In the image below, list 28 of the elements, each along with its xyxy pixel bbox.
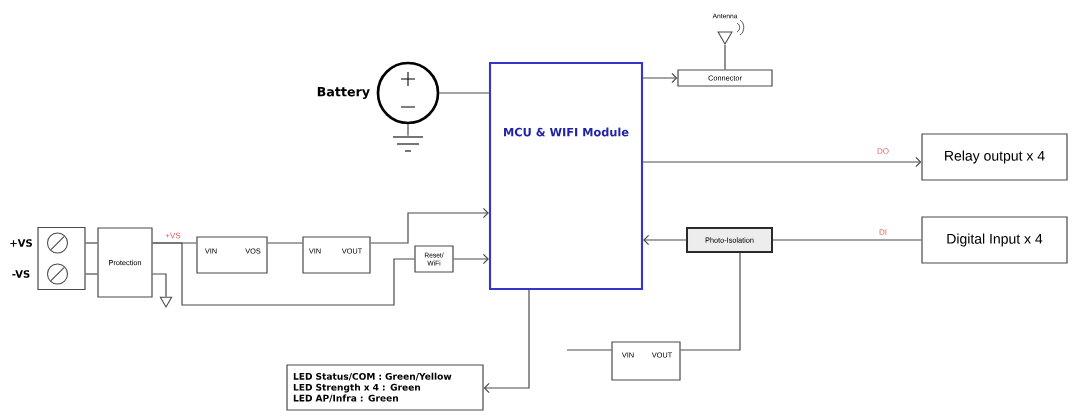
connector-line (85, 242, 98, 244)
led-info-box: LED Status/COM : Green/Yellow LED Strength x 4 : Green LED AP/Infra : Green (286, 364, 484, 411)
signal-label: DO (875, 147, 891, 155)
ground-symbol (392, 136, 424, 152)
battery-label: Battery (317, 87, 370, 99)
connector-line (724, 44, 726, 70)
connector-line (152, 273, 167, 298)
connector-line (438, 92, 490, 94)
signal-label: +VS (164, 231, 182, 240)
connector-line (407, 123, 409, 137)
arrow (643, 234, 687, 246)
connector-line (772, 239, 922, 241)
arrow (642, 72, 678, 84)
arrow (453, 253, 489, 265)
pin-label: +VS (10, 239, 32, 247)
connector-line (566, 349, 612, 351)
arrow (642, 156, 922, 168)
pin-label: -VS (12, 270, 30, 278)
output-box: Relay output x 4 (921, 133, 1068, 181)
arrow (370, 207, 489, 244)
input-box: Digital Input x 4 (921, 216, 1068, 264)
connector-line (85, 273, 98, 275)
connector-line (152, 242, 415, 306)
connector-line (267, 242, 303, 244)
signal-label: DI (877, 228, 889, 236)
connector-line (680, 252, 741, 351)
module-box: MCU & WIFI Module (488, 61, 644, 291)
arrow (483, 289, 530, 394)
